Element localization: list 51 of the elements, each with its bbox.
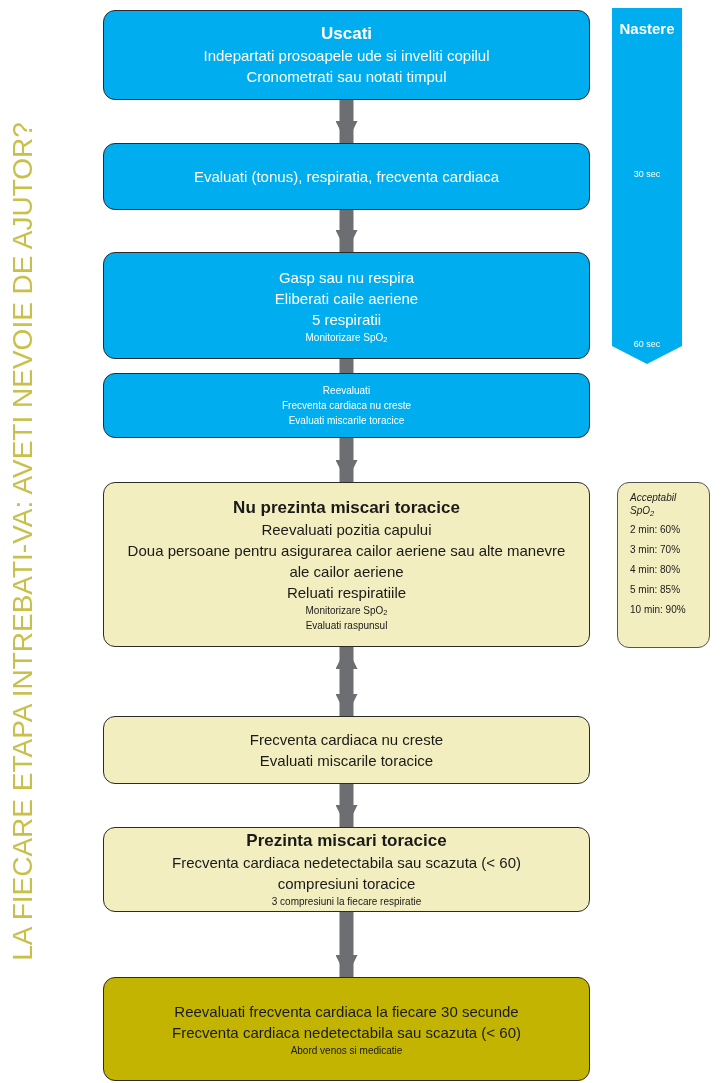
box-text: compresiuni toracice xyxy=(277,874,416,894)
box-text: Cronometrati sau notati timpul xyxy=(246,67,447,87)
box-text: Evaluati miscarile toracice xyxy=(288,414,405,428)
process-box xyxy=(103,373,590,438)
box-text: Evaluati (tonus), respiratia, frecventa cardiaca xyxy=(193,167,500,187)
box-text: 5 respiratii xyxy=(311,309,382,330)
box-text: Frecventa cardiaca nedetectabila sau scazuta (< 60) xyxy=(172,1022,521,1043)
box-text: Frecventa cardiaca nu creste xyxy=(249,730,444,750)
box-text: 4 min: 80% xyxy=(630,563,681,577)
box-text: Monitorizare SpO$_{2}$ xyxy=(305,603,388,618)
box-text: Doua persoane pentru asigurarea cailor aeriene sau alte manevre ale cailor aeriene xyxy=(126,540,567,582)
box-text: Reevaluati pozitia capului xyxy=(261,519,432,540)
box-heading: Nu prezinta miscari toracice xyxy=(233,496,460,519)
box-text: Monitorizare SpO$_{2}$ xyxy=(305,330,388,345)
box-heading: Uscati xyxy=(321,23,372,45)
box-text: Frecventa cardiaca nu creste xyxy=(282,399,411,413)
timeline-label: Nastere xyxy=(618,19,676,39)
process-box xyxy=(103,482,590,647)
box-text: Evaluati miscarile toracice xyxy=(259,751,434,771)
box-text: 10 min: 90% xyxy=(630,603,686,617)
box-text: 5 min: 85% xyxy=(630,583,681,597)
timeline-label: 60 sec xyxy=(632,338,662,351)
process-box xyxy=(103,716,590,784)
box-text: 3 min: 70% xyxy=(630,543,681,557)
process-box xyxy=(103,143,590,210)
box-text: Acceptabil SpO$_{2}$ xyxy=(630,491,678,517)
vertical-title: LA FIECARE ETAPA INTREBATI-VA: AVETI NEVOIE DE AJUTOR? xyxy=(6,122,39,961)
box-heading: Prezinta miscari toracice xyxy=(246,830,447,852)
box-text: Reevaluati frecventa cardiaca la fiecare 30 secunde xyxy=(174,1001,519,1022)
arrow xyxy=(335,784,358,827)
box-text: 2 min: 60% xyxy=(630,523,681,537)
box-text: 3 compresiuni la fiecare respiratie xyxy=(271,895,422,909)
box-text: Gasp sau nu respira xyxy=(278,267,415,288)
arrow xyxy=(335,100,358,143)
process-box xyxy=(103,827,590,912)
box-text: Frecventa cardiaca nedetectabila sau scazuta (< 60) xyxy=(172,853,521,873)
process-box xyxy=(103,10,590,100)
box-text: Abord venos si medicatie xyxy=(290,1043,403,1058)
note-box xyxy=(617,482,710,648)
process-box xyxy=(103,977,590,1081)
arrow xyxy=(335,210,358,252)
process-box xyxy=(103,252,590,359)
box-text: Indepartati prosoapele ude si inveliti copilul xyxy=(203,46,490,66)
arrow xyxy=(335,438,358,482)
timeline-label: 30 sec xyxy=(632,168,662,181)
box-text: Reevaluati xyxy=(322,384,371,398)
box-text: Evaluati raspunsul xyxy=(305,618,388,633)
arrow xyxy=(335,647,358,716)
box-text: Eliberati caile aeriene xyxy=(274,288,419,309)
arrow xyxy=(335,912,358,977)
box-text: Reluati respiratiile xyxy=(286,582,407,603)
